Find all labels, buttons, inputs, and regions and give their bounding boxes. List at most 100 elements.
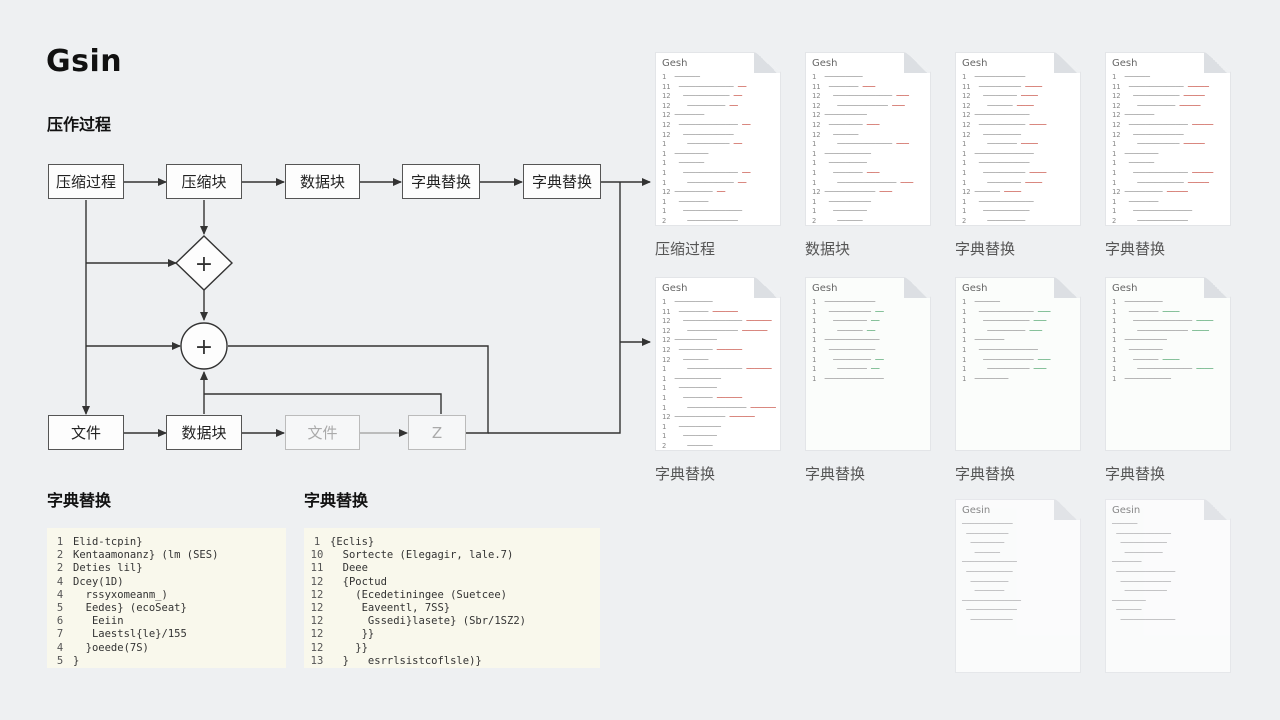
- snippet-1-title: 字典替换: [47, 491, 112, 510]
- line-code: Eedes} (ecoSeat}: [73, 602, 187, 615]
- thumbnail-line: 11 ─────── ──────: [662, 307, 738, 316]
- line-number: 12: [310, 602, 324, 615]
- thumbnail-line: ──────────: [1124, 587, 1167, 596]
- code-line: 5 Eedes} (ecoSeat}: [47, 602, 286, 615]
- thumbnail-line: 12 ───────── ─────: [1112, 188, 1188, 197]
- line-number: 2: [56, 549, 64, 562]
- merge-diamond: [174, 235, 234, 291]
- line-code: Deties lil}: [73, 562, 143, 575]
- thumbnail-line: 1 ───────────: [1112, 374, 1172, 383]
- thumbnail-line: 1 ─────────: [812, 73, 863, 81]
- code-line: 4 rssyxomeanm_): [47, 589, 286, 602]
- thumbnail-line: 1 ────────── ──: [662, 140, 743, 149]
- thumbnail-line: 1 ──────────────: [812, 374, 884, 383]
- snippet-2-title: 字典替换: [304, 491, 369, 510]
- edge-output-bus: [488, 182, 621, 434]
- node-z-faded: Z: [408, 415, 466, 450]
- thumbnail-line: 1 ────────── ───: [962, 365, 1047, 374]
- thumbnail-line: 1 ──────────: [662, 422, 722, 431]
- thumbnail-label: 字典替换: [805, 465, 866, 483]
- thumbnail-line: 2 ──────: [662, 441, 713, 450]
- thumbnail-line: 12 ───────── ─────: [1112, 101, 1201, 110]
- document-thumbnail[interactable]: Gesin────── ───────────── ─────────── ──…: [1105, 499, 1231, 673]
- node-file-faded: 文件: [285, 415, 360, 450]
- line-code: Deee: [330, 562, 368, 575]
- code-line: 10 Sortecte (Elegagir, lale.7): [304, 549, 600, 562]
- thumbnail-line: ──────: [1112, 520, 1138, 528]
- thumbnail-line: ─────────────: [1116, 529, 1172, 538]
- thumbnail-line: 12 ─────────── ──: [662, 92, 743, 101]
- thumbnail-label: 字典替换: [955, 465, 1016, 483]
- code-line: 5}: [47, 655, 286, 668]
- thumbnail-line: 12 ───────── ──: [662, 188, 726, 197]
- thumbnail-line: ─────────: [1124, 548, 1163, 557]
- thumbnail-line: 1 ───────: [962, 336, 1005, 345]
- line-number: 10: [310, 549, 324, 562]
- thumbnail-line: 1 ─────────: [812, 159, 867, 168]
- thumbnail-line: ────────────: [966, 606, 1017, 615]
- node-compress-process: 压缩过程: [48, 164, 124, 199]
- thumbnail-line: 12 ────────────── ───: [812, 92, 909, 101]
- thumbnail-line: 12 ───────── ──: [662, 101, 738, 110]
- thumbnail-title: Gesh: [1112, 58, 1138, 69]
- thumbnail-line: 12 ──────────: [662, 336, 717, 345]
- line-number: 5: [56, 654, 64, 667]
- thumbnail-line: 2 ─────────: [962, 216, 1026, 225]
- thumbnail-line: ──────────────: [1116, 567, 1176, 576]
- thumbnail-line: ─────────────: [962, 558, 1017, 567]
- thumbnail-line: 1 ─────────── ─────: [1112, 178, 1209, 187]
- thumbnail-line: ───────: [1112, 558, 1142, 567]
- thumbnail-line: 12 ────────────── ──: [662, 120, 751, 129]
- node-dict-replace-2: 字典替换: [523, 164, 601, 199]
- line-code: Eaveentl, 7SS}: [330, 602, 451, 615]
- thumbnail-line: 1 ────────── ──: [812, 307, 884, 316]
- thumbnail-line: 1 ────────── ────: [962, 168, 1047, 177]
- thumbnail-line: 12 ──────── ────: [962, 92, 1038, 101]
- thumbnail-line: 12 ────────────── ─────: [1112, 120, 1214, 129]
- edge-circle-loop: [228, 345, 489, 434]
- thumbnail-line: ────────: [1112, 596, 1146, 605]
- thumbnail-line: 1 ──────────: [1112, 336, 1167, 345]
- document-thumbnail[interactable]: Gesin──────────── ────────── ──────── ──…: [955, 499, 1081, 673]
- thumbnail-line: 1 ──────────── ───: [962, 355, 1051, 364]
- thumbnail-line: 1 ──────: [962, 298, 1000, 306]
- thumbnail-line: ──────────: [966, 529, 1009, 538]
- thumbnail-label: 字典替换: [955, 240, 1016, 258]
- line-number: 13: [310, 654, 324, 667]
- thumbnail-label: 字典替换: [1105, 465, 1166, 483]
- line-code: }}: [330, 628, 375, 641]
- line-code: Gssedi}lasete} (Sbr/1SZ2): [330, 615, 526, 628]
- merge-circle: [180, 322, 228, 370]
- line-code: Eeiin: [73, 615, 124, 628]
- thumbnail-line: 1 ───────── ──: [812, 355, 884, 364]
- thumbnail-line: 12 ─────────── ─────: [1112, 92, 1205, 101]
- thumbnail-line: 1 ───────────── ──: [662, 168, 751, 177]
- thumbnail-line: 1 ───────────: [962, 207, 1030, 216]
- code-line: 12 }}: [304, 642, 600, 655]
- thumbnail-line: 1 ────────────── ──────: [662, 403, 776, 412]
- line-code: rssyxomeanm_): [73, 588, 168, 601]
- thumbnail-line: 1 ─────────────: [812, 336, 880, 345]
- heading-main: 压作过程: [47, 115, 112, 134]
- thumbnail-line: 11 ───────────── ──: [662, 82, 747, 91]
- thumbnail-line: 1 ───────────── ─────: [1112, 168, 1214, 177]
- thumbnail-title: Gesin: [962, 505, 991, 516]
- thumbnail-line: ──────: [974, 548, 1000, 557]
- edge-z-loop: [204, 393, 442, 414]
- code-line: 7 Laestsl{le}/155: [47, 628, 286, 641]
- line-code: {Poctud: [330, 575, 387, 588]
- thumbnail-line: 12 ──────────── ───: [812, 188, 893, 197]
- thumbnail-line: 1 ────────────── ────: [1112, 317, 1214, 326]
- line-number: 1: [56, 536, 64, 548]
- line-code: } esrrlsistcoflsle)}: [330, 654, 482, 667]
- thumbnail-line: 12 ─────────── ────: [962, 120, 1047, 129]
